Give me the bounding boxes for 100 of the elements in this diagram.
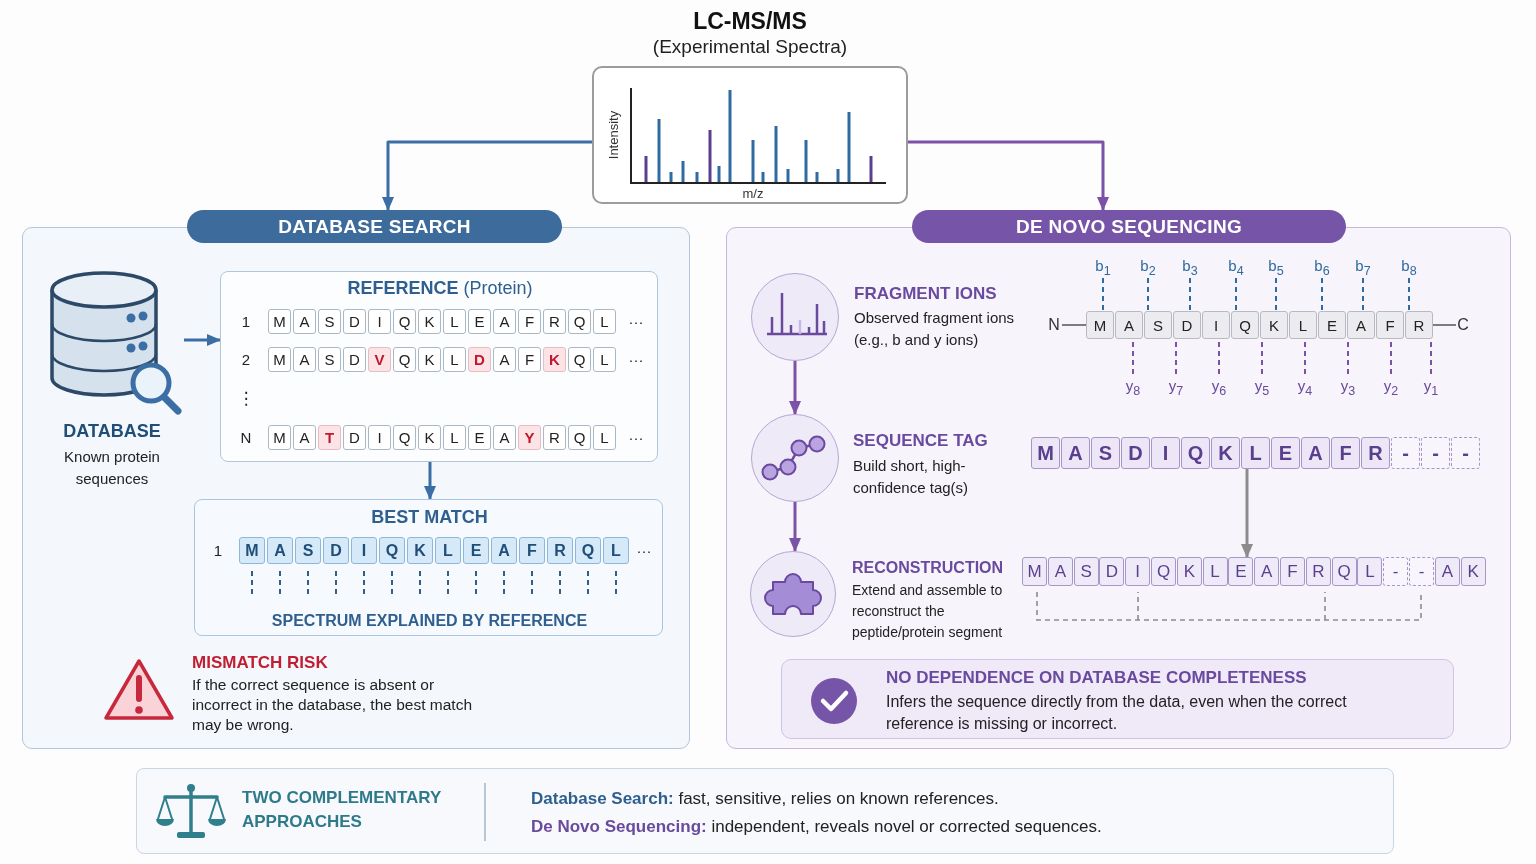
section-panel [726, 210, 1511, 749]
residue-cell: Q [393, 309, 416, 334]
gap-cell: - [1421, 437, 1450, 469]
residue-cell: R [1361, 437, 1390, 469]
residue-cell: L [443, 347, 466, 372]
residue-cell: A [1301, 437, 1330, 469]
residue-cell: E [1271, 437, 1300, 469]
residue-cell: I [1151, 437, 1180, 469]
residue-cell: Q [575, 537, 601, 564]
panel-header: DATABASE SEARCH [187, 210, 562, 243]
arrow [908, 140, 1109, 211]
residue-cell: M [1031, 437, 1060, 469]
ion-label: y$_{2}$ [1377, 374, 1405, 398]
residue-cell: Q [393, 425, 416, 450]
mismatch-residue-cell: T [318, 425, 341, 450]
leader-line [1147, 277, 1149, 312]
residue-cell: Q [393, 347, 416, 372]
step-description: Build short, high-confidence tag(s) [853, 456, 970, 498]
residue-cell: L [593, 309, 616, 334]
residue-cell: Q [1181, 437, 1210, 469]
terminus-label: N [1046, 314, 1062, 336]
summary-panel [136, 768, 1394, 854]
residue-cell: D [343, 425, 366, 450]
item-description: Known protein sequences [63, 447, 161, 489]
arrow [789, 361, 801, 415]
residue-cell: R [547, 537, 573, 564]
residue-cell: A [293, 309, 316, 334]
ion-label: b$_{5}$ [1262, 254, 1290, 278]
leader-line [1102, 277, 1104, 312]
residue-cell: A [493, 347, 516, 372]
residue-cell: R [1305, 557, 1331, 586]
ellipsis: ⋮ [236, 388, 256, 410]
ellipsis: ··· [635, 541, 653, 561]
mismatch-residue-cell: D [468, 347, 491, 372]
ion-label: b$_{6}$ [1308, 254, 1336, 278]
residue-cell: A [293, 425, 316, 450]
residue-cell: D [1121, 437, 1150, 469]
leader-line [1321, 277, 1323, 312]
mismatch-residue-cell: Y [518, 425, 541, 450]
row-number: N [239, 428, 253, 448]
leader-line [1275, 277, 1277, 312]
residue-cell: Q [568, 309, 591, 334]
info-panel [781, 659, 1454, 739]
residue-cell: A [493, 309, 516, 334]
summary-text: De Novo Sequencing: independent, reveals novel or corrected sequences. [531, 816, 1103, 838]
info-text: Infers the sequence directly from the data, even when the correct reference is missing or incorrect. [886, 692, 1348, 734]
step-description: Observed fragment ions (e.g., b and y ions) [854, 308, 1016, 350]
residue-cell: A [1115, 311, 1143, 339]
reference-panel [220, 271, 658, 462]
warning-text: If the correct sequence is absent or incorrect in the database, the best match may be wrong. [192, 675, 474, 735]
residue-cell: F [1376, 311, 1404, 339]
residue-cell: R [1405, 311, 1433, 339]
residue-cell: M [1022, 557, 1047, 586]
residue-cell: L [593, 425, 616, 450]
residue-cell: D [343, 347, 366, 372]
ion-label: b$_{4}$ [1222, 254, 1250, 278]
arrow [1241, 469, 1253, 558]
residue-cell: Q [568, 347, 591, 372]
residue-cell: Q [1231, 311, 1259, 339]
row-number: 2 [240, 350, 252, 370]
residue-cell: D [1173, 311, 1201, 339]
residue-cell: M [268, 309, 291, 334]
ellipsis: ··· [627, 350, 645, 370]
summary-text: Database Search: fast, sensitive, relies on known references. [531, 788, 1000, 810]
residue-cell: F [1331, 437, 1360, 469]
ion-label: y$_{3}$ [1334, 374, 1362, 398]
ellipsis: ··· [627, 428, 645, 448]
residue-cell: S [1091, 437, 1120, 469]
residue-cell: Q [1151, 557, 1176, 586]
residue-cell: I [368, 425, 391, 450]
residue-cell: K [407, 537, 433, 564]
residue-cell: K [1211, 437, 1240, 469]
residue-cell: M [1086, 311, 1114, 339]
residue-cell: I [351, 537, 377, 564]
residue-cell: K [418, 347, 441, 372]
residue-cell: A [1347, 311, 1375, 339]
residue-cell: L [603, 537, 629, 564]
ion-label: b$_{7}$ [1349, 254, 1377, 278]
residue-cell: A [491, 537, 517, 564]
leader-line [1408, 277, 1410, 312]
ion-label: y$_{6}$ [1205, 374, 1233, 398]
residue-cell: K [418, 425, 441, 450]
info-title: NO DEPENDENCE ON DATABASE COMPLETENESS [886, 667, 1308, 689]
connector-line [1061, 324, 1087, 326]
residue-cell: A [1254, 557, 1280, 586]
connector-line [1432, 324, 1457, 326]
summary-title: TWO COMPLEMENTARY APPROACHES [242, 787, 442, 833]
leader-line [1362, 277, 1364, 312]
terminus-label: C [1456, 314, 1470, 336]
panel-header: DE NOVO SEQUENCING [912, 210, 1346, 243]
residue-cell: D [323, 537, 349, 564]
residue-cell: S [1073, 557, 1099, 586]
residue-cell: L [1289, 311, 1317, 339]
step-title: FRAGMENT IONS [854, 283, 998, 305]
residue-cell: I [1125, 557, 1151, 586]
diagram-heading: LC-MS/MS [692, 7, 808, 36]
residue-cell: E [468, 425, 491, 450]
residue-cell: S [318, 309, 341, 334]
step-title: SEQUENCE TAG [853, 430, 989, 452]
panel-title: BEST MATCH [370, 506, 489, 529]
